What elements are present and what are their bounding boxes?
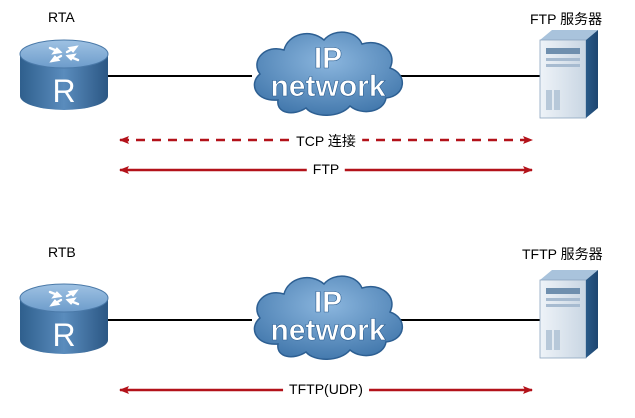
bottom-scenario: IP network [18, 269, 599, 394]
router-rta-label: RTA [48, 9, 75, 25]
tftp-server-icon [539, 269, 599, 359]
ftp-server-icon [539, 29, 599, 119]
tftp-server-label: TFTP 服务器 [522, 246, 603, 262]
router-rtb-icon [18, 282, 110, 356]
cloud-bottom-line2: network [270, 314, 385, 347]
ip-network-cloud-top: IP network [253, 31, 404, 117]
ip-network-cloud-bottom: IP network [253, 275, 404, 361]
cloud-top-line1: IP [314, 42, 342, 75]
ftp-server-label: FTP 服务器 [530, 11, 603, 27]
ftp-label: FTP [306, 161, 346, 177]
cloud-top-line2: network [270, 70, 385, 103]
router-rtb-label: RTB [48, 244, 76, 260]
router-rta-icon [18, 38, 110, 112]
tftp-udp-label: TFTP(UDP) [283, 381, 369, 397]
cloud-bottom-line1: IP [314, 286, 342, 319]
top-scenario: IP network [18, 29, 599, 174]
tcp-connection-label: TCP 连接 [290, 131, 362, 151]
